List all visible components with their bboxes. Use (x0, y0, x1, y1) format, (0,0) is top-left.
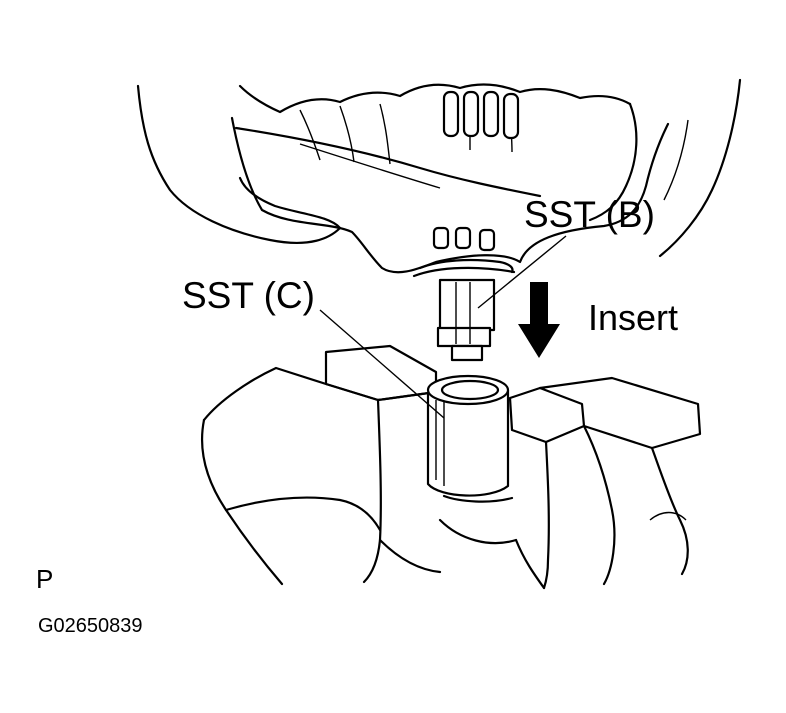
label-insert: Insert (588, 297, 679, 338)
vise-right-notch (649, 511, 687, 521)
alternator-right-inner (663, 119, 689, 201)
sst-b-upper-shank (438, 278, 496, 332)
vise-center-gap-2 (514, 538, 546, 590)
alternator (136, 78, 742, 278)
alternator-fin (442, 90, 460, 138)
vise-center-slot (442, 494, 514, 503)
alternator-top-edge (238, 83, 632, 114)
sst-c-sleeve (426, 374, 510, 497)
sst-b-tool (436, 278, 496, 362)
corner-mark: P (36, 564, 54, 594)
vise-center-bottom (438, 518, 518, 545)
alternator-rib (299, 109, 321, 161)
label-sst-b: SST (B) (524, 194, 655, 235)
alternator-fin (462, 90, 480, 138)
alternator-fin (502, 92, 520, 140)
vise-right-jaw (508, 386, 586, 444)
vise-left-body (202, 366, 438, 422)
alternator-rib (379, 103, 391, 165)
vise-left-side (362, 398, 382, 584)
alternator-tooth (432, 226, 450, 250)
alternator-rib (339, 105, 355, 163)
alternator-tooth (454, 226, 472, 250)
sst-b-lower-shank (436, 326, 492, 348)
alternator-lower-ring-2 (412, 266, 516, 278)
alternator-housing (230, 116, 670, 274)
alternator-lower-ring (418, 258, 514, 274)
vise-left-jaw-top (324, 344, 438, 402)
figure-code: G02650839 (38, 615, 143, 637)
alternator-seam (234, 126, 542, 198)
vise-right-body (538, 376, 702, 450)
vise-right-front (542, 440, 550, 590)
label-sst-c: SST (C) (182, 275, 315, 316)
vise-left-face-2 (224, 496, 382, 532)
sst-c-body (426, 390, 510, 497)
vise-right-edge (650, 446, 689, 576)
alternator-seam-2 (299, 143, 441, 189)
leader-sst-b (477, 235, 567, 309)
vise-right-lower (582, 424, 616, 586)
sst-c-inner-rim (440, 379, 500, 401)
alternator-right-outline (588, 102, 638, 222)
vise-left-face (200, 418, 284, 586)
down-arrow-icon (518, 282, 560, 358)
alternator-left-outline (136, 84, 342, 244)
alternator-right-outer (658, 78, 742, 258)
alternator-tooth (478, 228, 496, 252)
vise-center-gap (378, 538, 442, 574)
leader-sst-c (319, 309, 445, 419)
sst-b-tip (450, 344, 484, 362)
alternator-fin (482, 90, 500, 138)
